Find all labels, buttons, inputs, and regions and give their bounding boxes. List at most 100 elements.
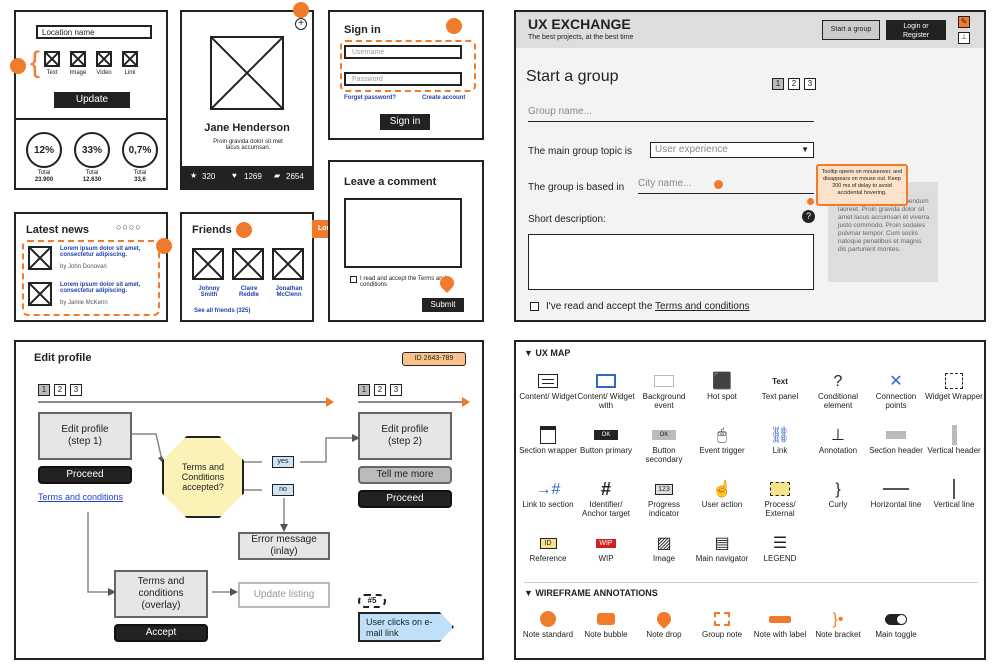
start-group-button[interactable]: Start a group [822,20,880,40]
terms-checkbox[interactable] [530,302,539,311]
map-item-3[interactable]: Background event [634,370,694,410]
friend-avatar-1[interactable] [192,248,224,280]
collapse-icon[interactable]: ▼ [524,348,536,358]
map-label-13: Link [772,446,788,455]
process-icon [750,478,810,500]
sitemap-icon[interactable]: ⊥ [958,32,970,44]
map-item-17[interactable]: →#Link to section [518,478,578,509]
friend-name-2[interactable]: Claire Reddle [238,286,259,298]
proceed-button[interactable]: Proceed [38,466,132,484]
password-input[interactable]: Password [344,72,462,86]
news-by-1: by John Donovan [60,264,107,270]
ann-item-5[interactable]: Note with label [750,608,810,639]
map-item-15[interactable]: Section header [866,424,926,455]
friend-name-3[interactable]: Jonathan McClenn [275,286,303,298]
section-divider [524,582,978,583]
news-item-2[interactable]: Lorem ipsum dolor sit amet, consectetur … [60,282,141,294]
edit-icon[interactable]: ✎ [958,16,970,28]
link-icon[interactable] [122,51,138,67]
friend-name-1[interactable]: Johnny Smith [198,286,220,298]
map-item-13[interactable]: ⛓ Link [750,424,810,455]
map-label-25: Reference [529,554,567,563]
friend-avatar-2[interactable] [232,248,264,280]
ann-item-6[interactable]: }•Note bracket [808,608,868,639]
overlay-node: Terms and conditions (overlay) [114,570,208,618]
accept-button[interactable]: Accept [114,624,208,642]
help-icon[interactable]: ? [802,210,815,223]
map-item-20[interactable]: ☝User action [692,478,752,509]
map-item-2[interactable]: Content/ Widget with [576,370,636,410]
pager-dots[interactable]: ○○○○ [116,222,142,232]
map-item-24[interactable]: Vertical line [924,478,984,509]
username-input[interactable]: Username [344,45,462,59]
map-item-16[interactable]: Vertical header [924,424,984,455]
map-item-1[interactable]: Content/ Widget [518,370,578,401]
update-button[interactable]: Update [54,92,130,108]
map-item-9[interactable]: Section wrapper [518,424,578,455]
profile-desc: Proin gravida dolor sit met lacus accums… [213,139,283,151]
note-dot-4 [156,238,172,254]
topic-select[interactable]: User experience▼ [650,142,814,158]
terms-conditions-link[interactable]: Terms and conditions [38,492,124,502]
map-item-6[interactable]: ?Conditional element [808,370,868,410]
map-item-29[interactable]: ☰LEGEND [750,532,810,563]
ann-item-4[interactable]: Group note [692,608,752,639]
map-label-21: Process/ External [764,500,796,518]
create-account-link[interactable]: Create account [422,95,466,101]
map-item-12[interactable]: 🖱Event trigger [692,424,752,455]
collapse-icon-2[interactable]: ▼ [524,588,536,598]
submit-button[interactable]: Submit [422,298,464,312]
group-name-input[interactable]: Group name... [528,106,814,122]
app-subtitle: The best projects, at the best time [528,34,634,41]
terms-link[interactable]: Terms and conditions [655,301,750,312]
signin-button[interactable]: Sign in [380,114,430,130]
ux-map-title-text: UX MAP [535,348,571,358]
map-item-22[interactable]: }Curly [808,478,868,509]
map-item-8[interactable]: Widget Wrapper [924,370,984,401]
location-input[interactable]: Location name [36,25,152,39]
see-all-friends-link[interactable]: See all friends (325) [194,308,251,314]
proceed-button-2[interactable]: Proceed [358,490,452,508]
forgot-password-link[interactable]: Forget password? [344,95,397,101]
image-icon[interactable] [70,51,86,67]
news-item-1[interactable]: Lorem ipsum dolor sit amet, consectetur … [60,246,141,258]
add-icon[interactable]: + [295,18,307,30]
text-label: Text [46,70,58,76]
accept-checkbox[interactable] [350,276,357,283]
city-input[interactable]: City name... [638,178,814,194]
star-icon: ★ [190,171,198,180]
ann-item-3[interactable]: Note drop [634,608,694,639]
ann-item-2[interactable]: Note bubble [576,608,636,639]
progress-icon: 123 [634,478,694,500]
tell-me-more-button[interactable]: Tell me more [358,466,452,484]
comment-textarea[interactable] [344,198,462,268]
text-icon[interactable] [44,51,60,67]
description-textarea[interactable] [528,234,814,290]
ann-item-1[interactable]: Note standard [518,608,578,639]
link-chain-icon: ⛓ [769,426,791,444]
map-item-14[interactable]: ⊥Annotation [808,424,868,455]
ann-item-7[interactable]: Main toggle [866,608,926,639]
map-item-23[interactable]: Horizontal line [866,478,926,509]
video-icon[interactable] [96,51,112,67]
stat-label-2: Total [85,170,99,176]
friend-avatar-3[interactable] [272,248,304,280]
map-label-19: Progress indicator [647,500,680,518]
map-item-7[interactable]: ✕Connection points [866,370,926,410]
vertical-header-icon [924,424,984,446]
map-item-4[interactable]: ⬛Hot spot [692,370,752,401]
map-item-28[interactable]: ▤Main navigator [692,532,752,563]
background-event-icon [634,370,694,392]
map-item-18[interactable]: #Identifier/ Anchor target [576,478,636,519]
login-button[interactable]: Login or Register [886,20,946,40]
map-item-27[interactable]: ▨Image [634,532,694,563]
map-item-21[interactable]: Process/ External [750,478,810,518]
map-label-24: Vertical line [933,500,975,509]
comment-icon: ▰ [274,171,281,180]
